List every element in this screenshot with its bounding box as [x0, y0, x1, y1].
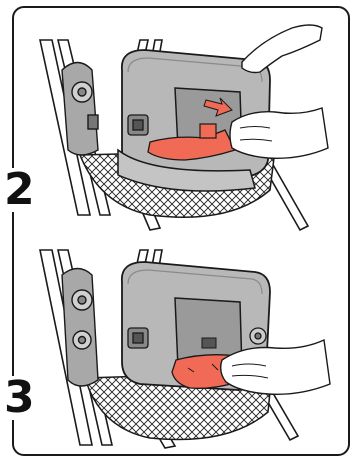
illustration-step-3	[40, 250, 330, 448]
panel-label	[202, 338, 216, 348]
buckle-left-2	[128, 328, 148, 348]
hinge-joint-2	[62, 269, 98, 387]
red-tag	[200, 124, 216, 138]
hinge-joint	[62, 63, 98, 156]
illustration-step-2	[40, 25, 328, 230]
step-number-2: 2	[2, 168, 37, 212]
step-number-3: 3	[2, 376, 37, 420]
hand-top	[242, 25, 322, 73]
hand-bottom	[230, 108, 328, 158]
buckle-left	[128, 115, 148, 135]
buckle-right-2	[250, 328, 266, 344]
